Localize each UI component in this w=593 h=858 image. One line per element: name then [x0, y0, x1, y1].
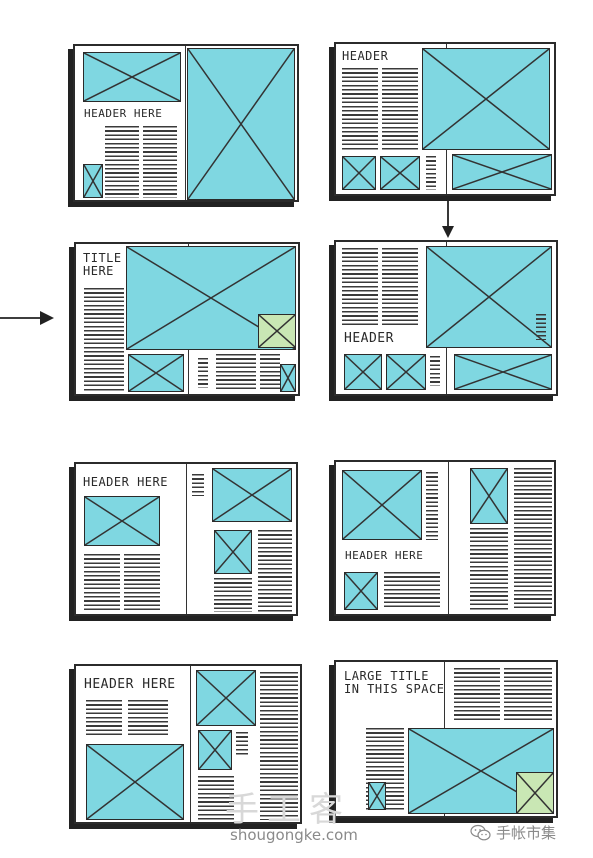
wechat-account: 手帐市集: [470, 822, 556, 843]
text-column: [84, 288, 124, 392]
text-column: [236, 732, 248, 756]
text-column: [216, 354, 256, 392]
placeholder-image: [422, 48, 550, 150]
layout-spread-8: LARGE TITLE IN THIS SPACE: [334, 660, 558, 818]
text-column: [143, 126, 177, 198]
layout-spread-5: HEADER HERE: [74, 462, 298, 616]
text-column: [192, 474, 204, 496]
placeholder-image: [212, 468, 292, 522]
text-column: [260, 672, 298, 820]
placeholder-image: [426, 246, 552, 348]
header-text: HEADER HERE: [345, 549, 424, 562]
header-text: TITLE HERE: [83, 251, 122, 278]
header-text: HEADER: [342, 49, 389, 63]
placeholder-image: [344, 572, 378, 610]
spine: [186, 464, 187, 614]
text-column: [426, 472, 438, 540]
text-column: [84, 554, 120, 612]
placeholder-image: [368, 782, 386, 810]
text-column: [536, 314, 546, 340]
text-column: [382, 68, 418, 150]
placeholder-image: [198, 730, 232, 770]
text-column: [382, 248, 418, 326]
accent-image: [258, 314, 296, 348]
spine: [185, 46, 186, 200]
placeholder-image: [214, 530, 252, 574]
text-column: [342, 248, 378, 326]
header-text: HEADER: [344, 331, 394, 346]
header-text: HEADER HERE: [84, 107, 163, 120]
arrow-down-icon: [442, 196, 454, 238]
placeholder-image: [452, 154, 552, 190]
text-column: [124, 554, 160, 612]
placeholder-image: [470, 468, 508, 524]
text-column: [504, 668, 552, 720]
text-column: [198, 358, 208, 388]
text-column: [260, 354, 280, 392]
layout-spread-4: HEADER: [334, 240, 558, 396]
text-column: [258, 530, 292, 612]
layout-spread-6: HEADER HERE: [334, 460, 556, 616]
spine: [190, 666, 191, 822]
text-column: [198, 776, 234, 820]
accent-image: [516, 772, 554, 814]
text-column: [342, 68, 378, 150]
text-column: [86, 700, 122, 738]
placeholder-image: [344, 354, 382, 390]
placeholder-image: [342, 156, 376, 190]
layout-spread-3: TITLE HERE: [74, 242, 300, 396]
placeholder-image: [83, 164, 103, 198]
text-column: [454, 668, 500, 720]
text-column: [514, 468, 552, 610]
layout-spread-7: HEADER HERE: [74, 664, 302, 824]
layout-spread-2: HEADER: [334, 42, 556, 196]
arrow-right-icon: [0, 311, 54, 325]
text-column: [214, 578, 252, 612]
text-column: [105, 126, 139, 198]
text-column: [384, 572, 440, 610]
text-column: [128, 700, 168, 738]
wechat-account-name: 手帐市集: [496, 824, 557, 842]
wechat-icon: [470, 824, 491, 840]
placeholder-image: [128, 354, 184, 392]
placeholder-image: [454, 354, 552, 390]
text-column: [470, 528, 508, 610]
header-text: LARGE TITLE IN THIS SPACE: [344, 669, 445, 696]
layout-spread-1: HEADER HERE: [73, 44, 299, 202]
placeholder-image: [280, 364, 296, 392]
spine: [448, 462, 449, 614]
placeholder-image: [187, 48, 295, 200]
text-column: [426, 156, 436, 190]
placeholder-image: [342, 470, 422, 540]
placeholder-image: [86, 744, 184, 820]
watermark-url: shougongke.com: [230, 826, 358, 844]
header-text: HEADER HERE: [83, 475, 168, 489]
placeholder-image: [83, 52, 181, 102]
placeholder-image: [380, 156, 420, 190]
placeholder-image: [196, 670, 256, 726]
placeholder-image: [386, 354, 426, 390]
header-text: HEADER HERE: [84, 677, 176, 692]
watermark-logo-text: 手工客: [225, 790, 351, 830]
text-column: [430, 356, 440, 386]
placeholder-image: [84, 496, 160, 546]
